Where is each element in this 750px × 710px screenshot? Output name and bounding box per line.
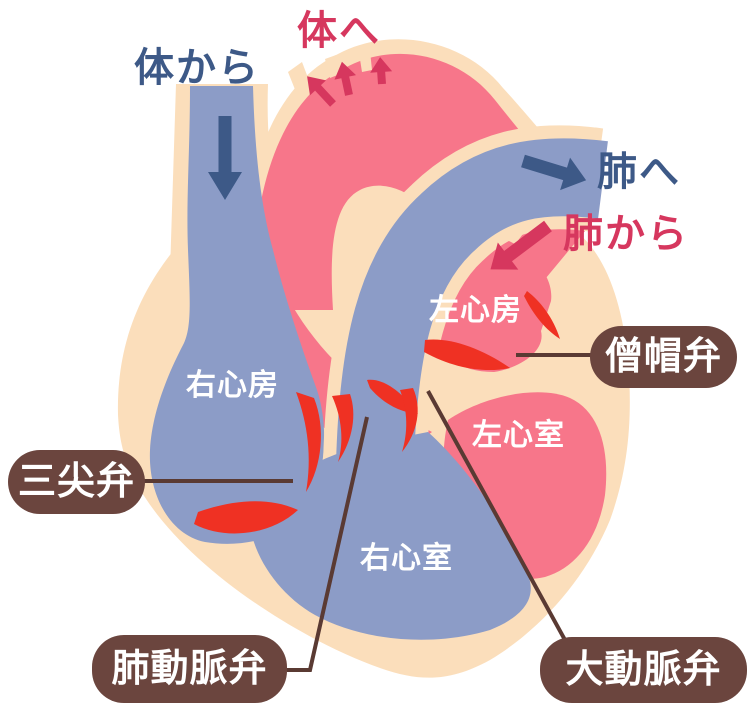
pulmonary-artery-shape xyxy=(336,138,608,467)
vena-cava-right-atrium-shape xyxy=(149,86,325,544)
tricuspid-valve-shape xyxy=(194,392,321,534)
left-ventricle-label: 左心室 xyxy=(472,419,565,452)
label-connector-lines xyxy=(144,353,592,672)
from-lungs-arrow-icon xyxy=(490,220,552,270)
arch-branch-gap xyxy=(288,62,310,92)
right-ventricle-label: 右心室 xyxy=(360,542,453,575)
to-body-label: 体へ xyxy=(297,9,381,53)
from-lungs-label: 肺から xyxy=(563,212,689,256)
left-atrium-label: 左心房 xyxy=(429,294,522,327)
mitral-valve-pill-text: 僧帽弁 xyxy=(604,336,722,378)
mitral-valve-shape xyxy=(424,291,560,371)
aortic-connector-line xyxy=(426,390,567,641)
from-body-label: 体から xyxy=(134,46,260,90)
to-body-arrow-icon xyxy=(307,57,393,107)
aortic-valve-shape xyxy=(400,388,418,452)
mitral-valve-pill: 僧帽弁 xyxy=(590,326,737,388)
pulmonary-valve-pill-text: 肺動脈弁 xyxy=(111,648,268,690)
tricuspid-valve-pill: 三尖弁 xyxy=(8,450,145,514)
right-atrium-label: 右心房 xyxy=(186,369,279,402)
pulmonary-connector-line xyxy=(287,416,369,672)
pulmonary-valve-pill: 肺動脈弁 xyxy=(92,635,287,703)
aorta-arch-shape xyxy=(252,53,543,310)
arch-branch-gap xyxy=(359,51,372,72)
tricuspid-valve-pill-text: 三尖弁 xyxy=(17,461,135,503)
to-lungs-label: 肺へ xyxy=(597,150,681,194)
right-ventricle-shape xyxy=(249,432,531,640)
to-lungs-arrow-icon xyxy=(521,154,587,191)
aortic-valve-pill: 大動脈弁 xyxy=(540,637,747,703)
aortic-valve-pill-text: 大動脈弁 xyxy=(565,649,722,691)
from-body-arrow-icon xyxy=(208,116,242,200)
arch-branch-gap xyxy=(325,55,340,78)
